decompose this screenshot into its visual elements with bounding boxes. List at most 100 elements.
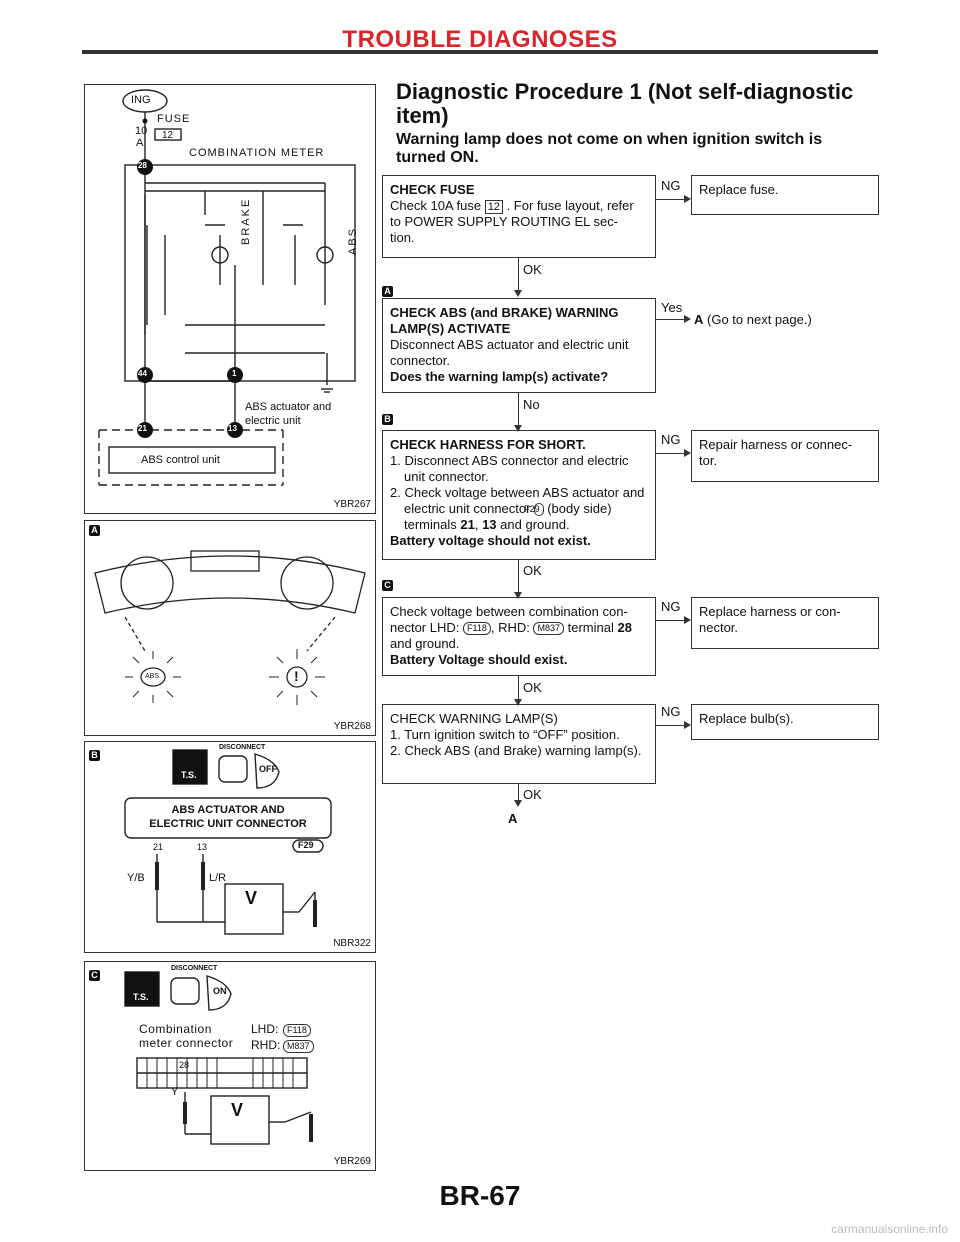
f29-connector-label: F29 [298,840,314,850]
fuse-amp-b: A [136,137,144,149]
connector-title-2: ELECTRIC UNIT CONNECTOR [149,818,307,830]
step-line: to POWER SUPPLY ROUTING EL sec- [390,214,619,229]
figure-code: NBR322 [333,938,371,949]
off-label: OFF [259,764,277,774]
result-replace-harness: Replace harness or con- nector. [691,597,879,649]
abs-label: ABS [347,226,359,255]
ing-label: ING [131,94,151,106]
step-check-warning-lamp-activate: CHECK ABS (and BRAKE) WARNING LAMP(S) AC… [382,298,656,393]
flow-line [518,784,519,802]
ok-label: OK [523,680,542,695]
rhd-label: RHD: [251,1038,281,1052]
branch-line [656,319,686,320]
cluster-svg [94,550,366,705]
flow-arrow [514,699,522,706]
pin-28-label: 28 [179,1060,190,1070]
disconnect-label: DISCONNECT [219,744,266,751]
branch-arrow [684,616,691,624]
pin-21-label: 21 [153,842,164,852]
branch-line [656,199,686,200]
step-check-meter-voltage: Check voltage between combination con- n… [382,597,656,676]
voltmeter-label: V [245,888,258,908]
m837-connector: M837 [533,622,564,636]
fuse-amp-a: 10 [135,125,148,137]
figure-badge-a: A [89,525,100,536]
terminal-13: 13 [228,424,237,433]
step-requirement: Battery Voltage should exist. [390,652,568,667]
step-heading: CHECK FUSE [390,182,475,197]
pin-13-label: 13 [197,842,208,852]
flow-line [518,258,519,292]
f29-connector: F29 [524,503,544,517]
wire-lr-label: L/R [209,872,227,884]
step-check-harness-short: CHECK HARNESS FOR SHORT. 1. Disconnect A… [382,430,656,560]
f118-connector: F118 [463,622,491,636]
terminal-21: 21 [138,424,147,433]
branch-arrow [684,449,691,457]
figure-instrument-cluster: A ABS ! YBR268 [84,520,376,736]
flow-line [518,676,519,701]
step-line: 2. Check ABS (and Brake) warning lamp(s)… [390,743,642,758]
abs-control-unit-label: ABS control unit [141,454,220,466]
ts-label: T.S. [181,770,197,780]
step-line: and ground. [390,636,460,651]
ok-label: OK [523,262,542,277]
ok-label: OK [523,563,542,578]
result-repair-harness: Repair harness or connec- tor. [691,430,879,482]
step-heading: CHECK ABS (and BRAKE) WARNING [390,305,619,320]
brake-label: BRAKE [240,197,252,245]
goto-next-page: A (Go to next page.) [694,312,812,327]
terminal-28: 28 [138,161,147,170]
abs-lamp-text: ABS [145,673,160,680]
ok-label: OK [523,787,542,802]
step-heading-2: LAMP(S) ACTIVATE [390,321,511,336]
yes-label: Yes [661,300,683,315]
page-number: BR-67 [439,1180,521,1211]
step-heading: CHECK WARNING LAMP(S) [390,711,558,726]
m837-connector: M837 [283,1040,314,1053]
on-label: ON [213,986,227,996]
flow-line [518,393,519,427]
ng-label: NG [661,599,681,614]
abs-connector-svg [124,749,332,935]
branch-line [656,620,686,621]
figure-code: YBR268 [333,721,371,732]
step-line: nector LHD: F118, RHD: M837 terminal 28 [390,620,632,636]
flow-arrow [514,800,522,807]
step-requirement: Battery voltage should not exist. [390,533,591,548]
terminal-44: 44 [138,369,147,378]
step-line: 1. Disconnect ABS connector and electric… [390,453,629,484]
procedure-title-line2: item) [396,103,449,128]
actuator-label-2: electric unit [245,415,301,427]
step-check-warning-lamps: CHECK WARNING LAMP(S) 1. Turn ignition s… [382,704,656,784]
step-line: connector. [390,353,450,368]
flow-arrow [514,290,522,297]
flow-arrow [514,425,522,432]
wire-yb-label: Y/B [127,872,145,884]
ng-label: NG [661,704,681,719]
combination-meter-label: COMBINATION METER [189,147,325,159]
step-badge-c: C [382,580,393,591]
procedure-subtitle-line1: Warning lamp does not come on when ignit… [396,131,823,148]
procedure-title: Diagnostic Procedure 1 (Not self-diagnos… [396,80,876,128]
watermark: carmanualsonline.info [831,1222,948,1236]
meter-connector-svg [124,971,313,1145]
step-line: 2. Check voltage between ABS actuator an… [390,485,645,532]
branch-arrow [684,195,691,203]
disconnect-label: DISCONNECT [171,965,218,972]
procedure-subtitle-line2: turned ON. [396,149,479,166]
step-line: Check 10A fuse 12 . For fuse layout, ref… [390,198,634,214]
step-line: Disconnect ABS actuator and electric uni… [390,337,629,352]
step-question: Does the warning lamp(s) activate? [390,369,609,384]
ng-label: NG [661,178,681,193]
ts-label: T.S. [133,992,149,1002]
step-badge-b: B [382,414,393,425]
branch-line [656,453,686,454]
figure-code: YBR267 [333,499,371,510]
brake-lamp-text: ! [294,668,299,684]
fuse-label: FUSE [157,113,191,125]
meter-connector-label-2: meter connector [139,1036,234,1050]
figure-meter-connector: C T.S. DISCONNECT ON Combination meter c… [84,961,376,1171]
terminal-1: 1 [232,369,237,378]
lhd-label: LHD: [251,1022,279,1036]
